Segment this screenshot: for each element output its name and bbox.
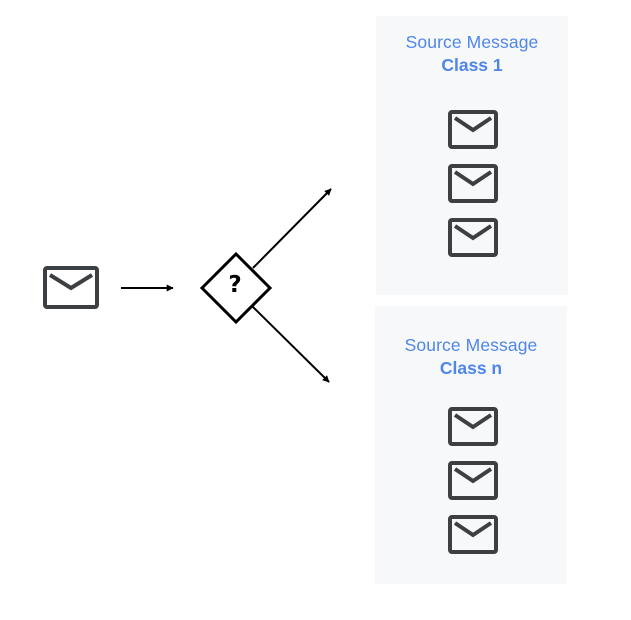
envelope-icon — [448, 218, 498, 257]
envelope-icon — [448, 461, 498, 500]
decision-diamond — [199, 251, 273, 325]
envelope-icon — [448, 164, 498, 203]
arrow-to-class-1 — [252, 188, 332, 269]
envelope-icon — [448, 407, 498, 446]
class-panel-1: Source Message Class 1 — [376, 16, 568, 295]
panel-title: Source Message — [405, 32, 539, 52]
envelope-icon — [448, 110, 498, 149]
arrow-to-class-n — [252, 306, 330, 383]
decision-symbol: ? — [228, 272, 242, 298]
panel-title: Source Message — [404, 335, 538, 355]
panel-subtitle: Class n — [439, 358, 503, 378]
envelope-icon — [43, 266, 99, 309]
panel-subtitle: Class 1 — [441, 55, 503, 75]
envelope-icon — [448, 515, 498, 554]
